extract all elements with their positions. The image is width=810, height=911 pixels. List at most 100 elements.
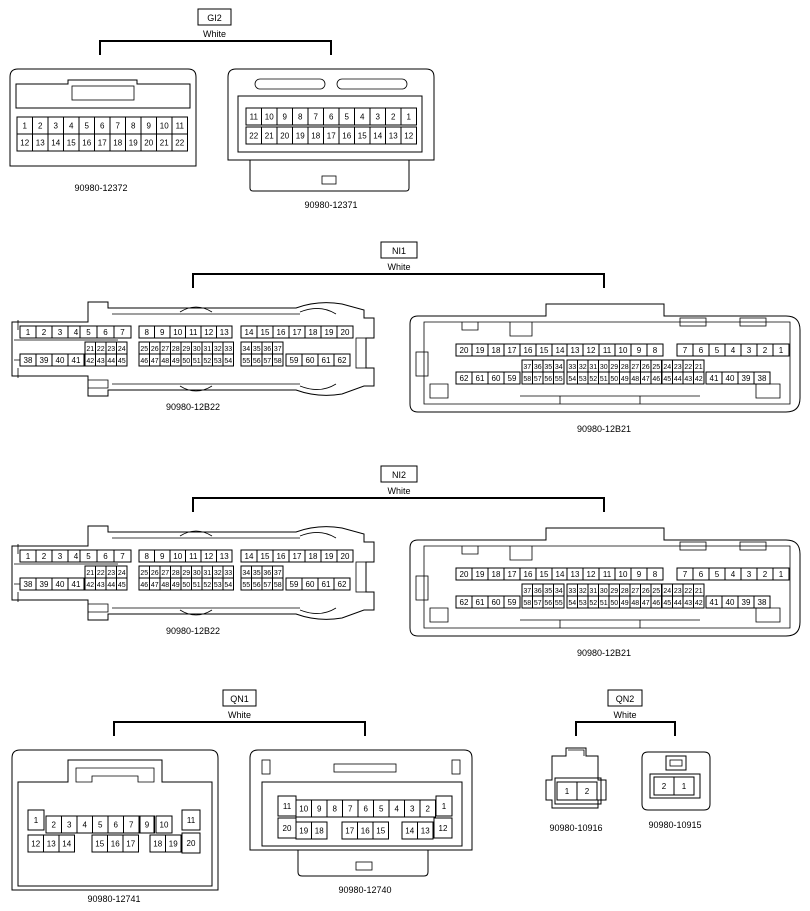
pin-number: 39 [742,598,751,607]
pin-cavity [333,353,351,367]
pin-number: 7 [314,113,319,122]
pin-number: 54 [224,358,232,365]
pin-number: 3 [54,122,59,131]
pin-number: 33 [568,588,576,595]
pin-number: 11 [603,346,612,355]
pin-number: 3 [410,805,415,814]
pin-number: 47 [151,358,159,365]
pin-number: 61 [476,374,485,383]
part-number-12741: 90980-12741 [87,894,140,904]
pin-number: 28 [172,346,180,353]
pin-number: 20 [341,328,350,337]
pin-number: 36 [263,570,271,577]
pin-number: 8 [145,552,150,561]
pin-number: 15 [540,570,549,579]
pin-number: 16 [524,346,533,355]
group-bracket-ni2 [192,497,605,512]
pin-number: 58 [523,600,531,607]
part-number-ni2-12b21: 90980-12B21 [577,648,631,658]
pin-number: 42 [695,600,703,607]
pin-number: 17 [126,840,135,849]
pin-number: 62 [460,374,469,383]
pin-number: 44 [674,600,682,607]
pin-number: 44 [674,376,682,383]
pin-number: 20 [144,139,153,148]
pin-cavity [576,781,598,801]
pin-number: 27 [631,588,639,595]
pin-number: 13 [47,840,56,849]
pin-number: 23 [107,570,115,577]
pin-number: 21 [86,346,94,353]
pin-number: 43 [684,376,692,383]
pin-number: 55 [555,376,563,383]
pin-number: 11 [189,552,198,561]
pin-number: 25 [652,588,660,595]
pin-number: 52 [589,376,597,383]
part-number-ni1-12b21: 90980-12B21 [577,424,631,434]
pin-number: 8 [131,122,136,131]
pin-number: 62 [338,356,347,365]
pin-cavity [693,371,705,385]
code-box-qn1 [222,689,257,707]
pin-cavity [58,834,75,853]
pin-number: 30 [193,570,201,577]
pin-number: 50 [182,582,190,589]
pin-number: 34 [242,570,250,577]
pin-number: 57 [534,600,542,607]
pin-number: 14 [245,552,254,561]
pin-cavity [216,549,233,563]
pin-number: 9 [317,805,322,814]
pin-number: 19 [296,132,305,141]
pin-cavity [113,549,132,563]
pin-number: 22 [97,346,105,353]
code-box-ni1 [380,241,418,259]
part-number-ni1-12b22: 90980-12B22 [166,402,220,412]
part-number-12372: 90980-12372 [74,183,127,193]
pin-number: 1 [442,802,447,811]
pin-number: 60 [492,598,501,607]
pin-number: 27 [631,364,639,371]
pin-number: 57 [263,358,271,365]
pin-number: 38 [24,580,33,589]
pin-number: 31 [203,346,211,353]
pin-number: 35 [253,346,261,353]
pin-number: 16 [342,132,351,141]
pin-number: 51 [193,582,201,589]
pin-number: 8 [333,805,338,814]
pin-number: 33 [224,570,232,577]
pin-number: 42 [86,582,94,589]
pin-number: 23 [674,588,682,595]
pin-number: 37 [274,346,282,353]
pin-number: 7 [348,805,353,814]
pin-cavity [400,126,417,145]
pin-number: 18 [311,132,320,141]
pin-number: 8 [298,113,303,122]
pin-number: 41 [72,580,81,589]
pin-number: 28 [172,570,180,577]
pin-cavity [772,343,790,357]
pin-number: 52 [589,600,597,607]
pin-cavity [553,595,565,609]
pin-number: 5 [715,346,720,355]
pin-number: 4 [360,113,365,122]
code-box-gi2 [197,8,232,26]
pin-number: 25 [140,346,148,353]
pin-number: 17 [345,827,354,836]
pin-number: 24 [663,588,671,595]
pin-number: 18 [492,570,501,579]
pin-number: 47 [642,376,650,383]
pin-number: 45 [663,600,671,607]
pin-number: 22 [175,139,184,148]
pin-number: 32 [214,346,222,353]
pin-number: 2 [585,787,590,796]
group-color-qn2: White [613,710,636,720]
pin-number: 4 [83,821,88,830]
pin-number: 35 [544,588,552,595]
